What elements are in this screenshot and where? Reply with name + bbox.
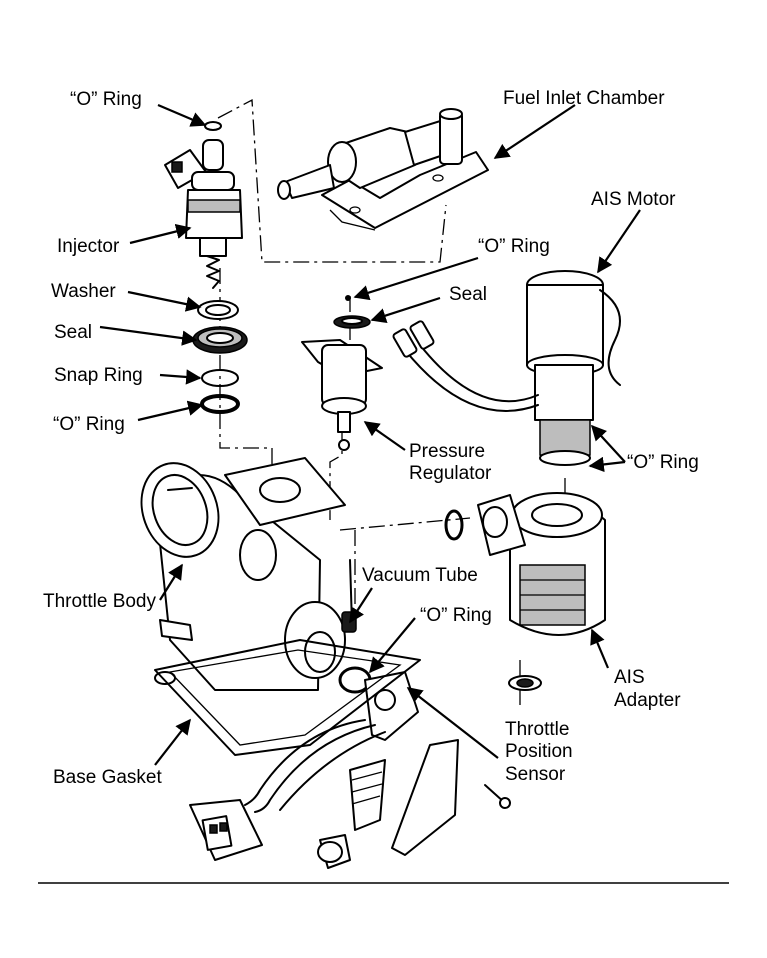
label-o-ring-left: “O” Ring	[53, 414, 125, 435]
part-labels: “O” Ring Fuel Inlet Chamber AIS Motor In…	[43, 88, 699, 788]
leader-throttle-body	[159, 563, 183, 601]
label-o-ring-lower: “O” Ring	[420, 605, 492, 626]
label-injector: Injector	[57, 236, 120, 257]
label-o-ring-mid: “O” Ring	[478, 236, 550, 257]
leader-o-ring-ais-1	[590, 424, 626, 463]
ais-motor-part	[392, 270, 621, 466]
ais-adapter-part	[444, 492, 606, 691]
leader-pressure-regulator	[363, 421, 406, 451]
leader-base-gasket	[154, 718, 191, 766]
leader-o-ring-mid	[353, 256, 479, 301]
snap-ring-part	[201, 369, 239, 387]
seal-part	[192, 326, 248, 354]
label-ais-adapter-1: AIS	[614, 667, 645, 688]
leader-o-ring-ais-2	[588, 456, 626, 473]
leader-ais-motor	[597, 209, 641, 274]
leader-seal-left	[99, 325, 198, 346]
label-throttle-body: Throttle Body	[43, 591, 156, 612]
leader-o-ring-top	[157, 103, 207, 127]
fuel-inlet-chamber-part	[277, 108, 489, 231]
leader-ais-adapter	[590, 628, 610, 669]
washer-part	[197, 300, 239, 320]
leader-arrows	[99, 103, 641, 766]
leader-snap-ring	[159, 369, 202, 385]
leader-seal-right	[370, 296, 441, 324]
leader-injector	[129, 223, 192, 245]
base-gasket-part	[154, 639, 421, 756]
label-throttle-position-3: Sensor	[505, 764, 566, 785]
label-seal-left: Seal	[54, 322, 92, 343]
pressure-regulator-part	[301, 295, 383, 451]
label-snap-ring: Snap Ring	[54, 365, 143, 386]
label-washer: Washer	[51, 281, 116, 302]
throttle-body-part	[140, 457, 419, 741]
injector-part	[164, 121, 243, 289]
label-vacuum-tube: Vacuum Tube	[362, 565, 478, 586]
leader-o-ring-left	[137, 400, 204, 422]
label-throttle-position-1: Throttle	[505, 719, 569, 740]
label-ais-adapter-2: Adapter	[614, 690, 681, 711]
label-o-ring-top: “O” Ring	[70, 89, 142, 110]
label-o-ring-ais: “O” Ring	[627, 452, 699, 473]
label-seal-right: Seal	[449, 284, 487, 305]
label-pressure-regulator-2: Regulator	[409, 463, 492, 484]
leader-vacuum-tube	[349, 587, 373, 624]
label-ais-motor: AIS Motor	[591, 189, 676, 210]
label-throttle-position-2: Position	[505, 741, 573, 762]
label-pressure-regulator-1: Pressure	[409, 441, 485, 462]
tps-harness-part	[189, 719, 511, 869]
leader-washer	[127, 290, 202, 312]
leader-o-ring-lower	[369, 617, 416, 674]
label-fuel-inlet-chamber: Fuel Inlet Chamber	[503, 88, 665, 109]
label-base-gasket: Base Gasket	[53, 767, 162, 788]
leader-throttle-position-sensor	[406, 687, 499, 759]
leader-fuel-inlet-chamber	[493, 104, 576, 159]
